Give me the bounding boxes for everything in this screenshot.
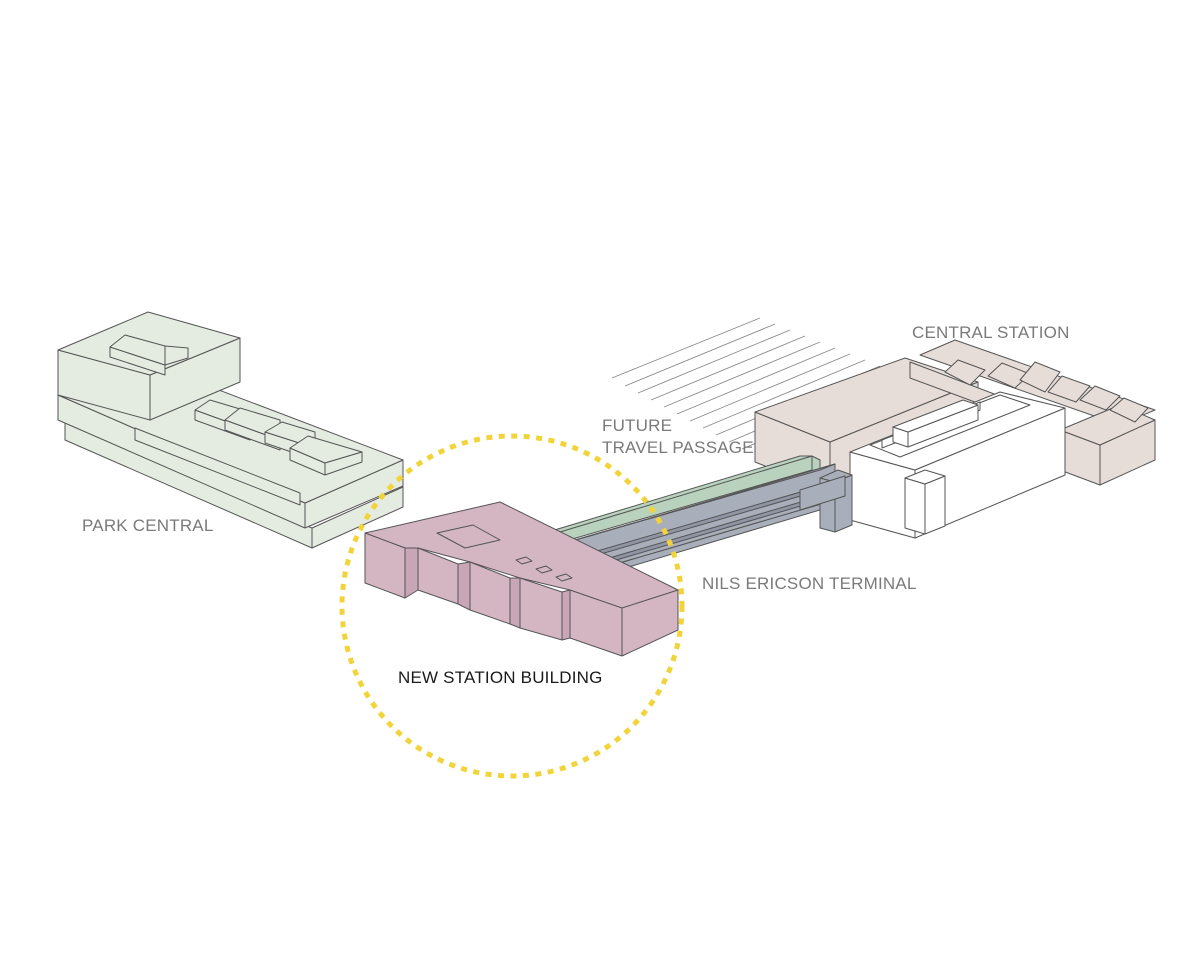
new-station-building	[364, 501, 679, 657]
label-future-line1: FUTURE	[602, 416, 673, 435]
white-office-block	[849, 391, 1066, 539]
label-park-central: PARK CENTRAL	[82, 516, 214, 535]
label-nils-ericson-terminal: NILS ERICSON TERMINAL	[702, 574, 917, 593]
label-central-station: CENTRAL STATION	[912, 323, 1070, 342]
label-future-travel-passage: FUTURE TRAVEL PASSAGE	[602, 415, 754, 459]
label-new-station-building: NEW STATION BUILDING	[398, 668, 603, 687]
label-future-line2: TRAVEL PASSAGE	[602, 438, 754, 457]
highlight-circle	[339, 433, 685, 779]
park-central-building	[57, 311, 404, 549]
